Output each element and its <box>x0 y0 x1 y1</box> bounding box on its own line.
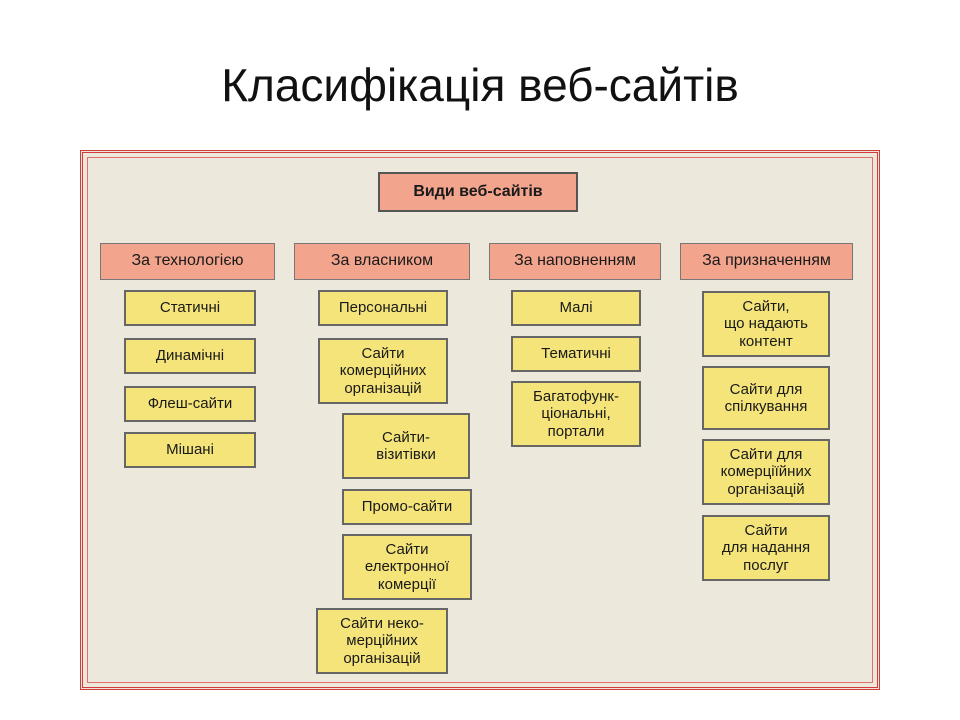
category-purpose: За призначенням <box>680 243 853 280</box>
item-flash: Флеш-сайти <box>124 386 256 422</box>
item-dynamic: Динамічні <box>124 338 256 374</box>
item-business-card: Сайти- візитівки <box>342 413 470 479</box>
item-static: Статичні <box>124 290 256 326</box>
item-portals: Багатофунк- ціональні, портали <box>511 381 641 447</box>
item-small: Малі <box>511 290 641 326</box>
category-technology: За технологією <box>100 243 275 280</box>
item-noncommercial: Сайти неко- мерційних організацій <box>316 608 448 674</box>
item-promo: Промо-сайти <box>342 489 472 525</box>
category-content: За наповненням <box>489 243 661 280</box>
item-services: Сайти для надання послуг <box>702 515 830 581</box>
item-personal: Персональні <box>318 290 448 326</box>
category-owner: За власником <box>294 243 470 280</box>
item-content-providers: Сайти, що надають контент <box>702 291 830 357</box>
slide-title: Класифікація веб-сайтів <box>221 59 739 111</box>
item-commerce-orgs: Сайти для комерціїйних організацій <box>702 439 830 505</box>
item-thematic: Тематичні <box>511 336 641 372</box>
item-ecommerce: Сайти електронної комерції <box>342 534 472 600</box>
item-mixed: Мішані <box>124 432 256 468</box>
item-commercial-orgs: Сайти комерційних організацій <box>318 338 448 404</box>
root-node: Види веб-сайтів <box>378 172 578 212</box>
item-communication: Сайти для спілкування <box>702 366 830 430</box>
